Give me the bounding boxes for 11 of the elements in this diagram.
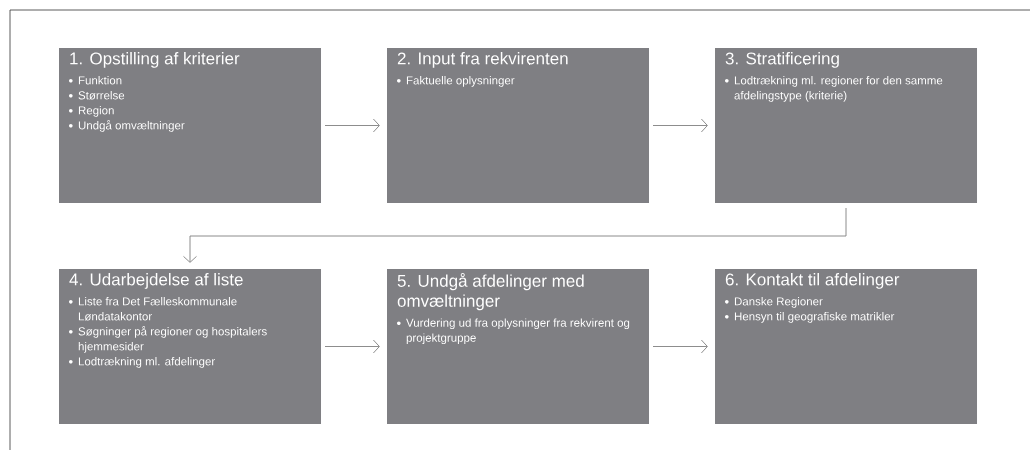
arrow — [324, 339, 380, 354]
process-box: 1. Opstilling af kriterier Funktion Størrelse Region Undgå omvæltninger — [59, 48, 321, 203]
process-box: 5. Undgå afdelinger med omvæltninger Vurdering ud fra oplysninger fra rekvirent og projektgruppe — [387, 269, 649, 424]
arrow — [324, 118, 380, 133]
arrow — [652, 118, 708, 133]
arrow — [183, 207, 847, 263]
process-box: 2. Input fra rekvirenten Faktuelle oplysninger — [387, 48, 649, 203]
process-box: 4. Udarbejdelse af liste Liste fra Det Fælleskommunale Løndatakontor Søgninger på regioner og hospitalers hjemmesider Lodtrækning ml. afdelinger — [59, 269, 321, 424]
process-box: 6. Kontakt til afdelinger Danske Regioner Hensyn til geografiske matrikler — [715, 269, 977, 424]
process-box: 3. Stratificering Lodtrækning ml. regioner for den samme afdelingstype (kriterie) — [715, 48, 977, 203]
arrow — [652, 339, 708, 354]
